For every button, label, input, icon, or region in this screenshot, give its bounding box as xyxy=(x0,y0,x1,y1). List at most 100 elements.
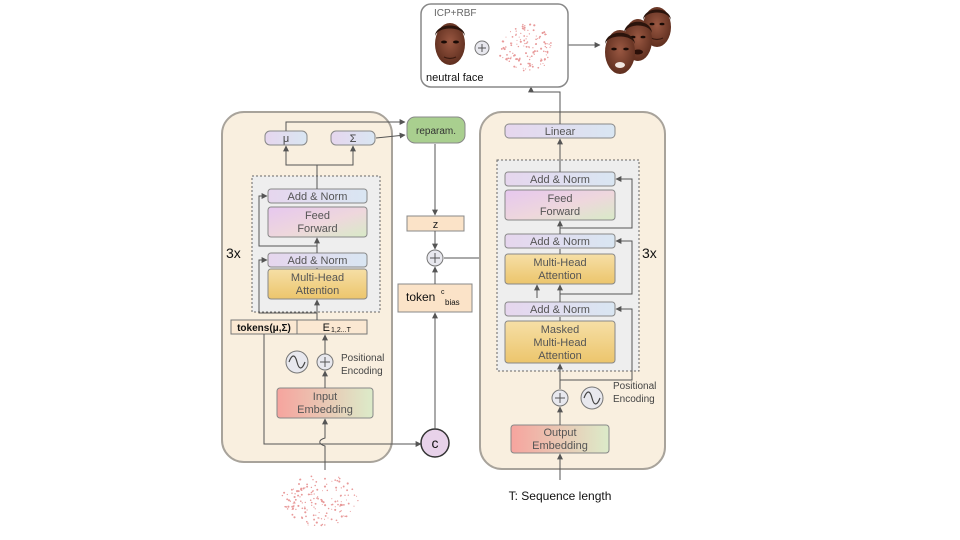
point-cloud-dot xyxy=(293,504,295,506)
point-cloud-dot xyxy=(543,41,546,44)
encoder-mha-line1: Multi-Head xyxy=(291,272,344,284)
linear-label: Linear xyxy=(545,126,576,138)
point-cloud-dot xyxy=(537,66,540,69)
point-cloud-dot xyxy=(345,499,347,501)
point-cloud-dot xyxy=(523,39,526,42)
point-cloud-dot xyxy=(300,493,303,496)
generated-faces-icon xyxy=(605,7,671,74)
output-embedding-line2: Embedding xyxy=(532,440,588,452)
point-cloud-dot xyxy=(353,505,355,507)
point-cloud-dot xyxy=(336,479,339,482)
point-cloud-dot xyxy=(529,69,531,71)
point-cloud-dot xyxy=(325,512,328,515)
point-cloud-dot xyxy=(518,36,520,38)
point-cloud-dot xyxy=(535,43,538,45)
point-cloud-dot xyxy=(330,518,333,521)
embedding-sequence-box xyxy=(296,319,368,335)
point-cloud-dot xyxy=(298,483,300,485)
point-cloud-dot xyxy=(340,510,342,512)
encoder-add-norm-top-label: Add & Norm xyxy=(288,191,348,203)
point-cloud-dot xyxy=(339,511,341,513)
point-cloud-dot xyxy=(515,66,517,68)
point-cloud-dot xyxy=(511,42,513,44)
point-cloud-dot xyxy=(287,499,291,502)
point-cloud-dot xyxy=(509,51,511,53)
point-cloud-dot xyxy=(349,510,351,512)
point-cloud-dot xyxy=(530,55,533,58)
point-cloud-dot xyxy=(521,25,524,28)
point-cloud-dot xyxy=(515,58,518,61)
point-cloud-dot xyxy=(540,63,542,65)
middle-column: reparam. z token c bias c xyxy=(397,116,473,458)
point-cloud-dot xyxy=(512,52,514,54)
point-cloud-dot xyxy=(539,35,542,38)
point-cloud-dot xyxy=(320,498,323,501)
point-cloud-dot xyxy=(516,39,518,41)
point-cloud-dot xyxy=(499,54,502,57)
embedding-sequence-subscript: 1,2...T xyxy=(331,327,352,334)
point-cloud-dot xyxy=(528,66,530,68)
point-cloud-dot xyxy=(292,502,294,504)
point-cloud-dot xyxy=(504,46,507,48)
point-cloud-dot xyxy=(309,493,311,496)
input-embedding-line1: Input xyxy=(313,391,337,403)
point-cloud-dot xyxy=(313,497,315,500)
point-cloud-dot xyxy=(313,493,315,495)
point-cloud-dot xyxy=(304,506,306,508)
mu-label: μ xyxy=(283,133,289,145)
decoder-mha-line2: Attention xyxy=(538,270,581,282)
decoder-connectors xyxy=(528,42,633,480)
point-cloud-dot xyxy=(301,502,303,504)
point-cloud-dot xyxy=(346,489,349,492)
point-cloud-dot xyxy=(291,508,293,510)
decoder-pos-enc-line2: Encoding xyxy=(613,394,655,405)
point-cloud-dot xyxy=(523,35,526,37)
point-cloud-dot xyxy=(529,56,531,58)
point-cloud-dot xyxy=(531,64,533,66)
point-cloud-dot xyxy=(516,43,518,45)
point-cloud-dot xyxy=(548,43,550,45)
point-cloud-dot xyxy=(527,29,529,31)
point-cloud-dot xyxy=(523,45,525,47)
reparam-label: reparam. xyxy=(416,126,456,137)
point-cloud-dot xyxy=(522,69,525,72)
point-cloud-dot xyxy=(297,494,300,497)
encoder-mha-line2: Attention xyxy=(296,285,339,297)
point-cloud-dot xyxy=(313,518,316,521)
point-cloud-dot xyxy=(519,39,522,41)
decoder-mha-line1: Multi-Head xyxy=(533,257,586,269)
point-cloud-dot xyxy=(502,40,505,43)
point-cloud-dot xyxy=(301,507,304,510)
point-cloud-dot xyxy=(335,519,338,522)
point-cloud-dot xyxy=(326,483,328,485)
point-cloud-dot xyxy=(511,36,514,38)
point-cloud-dot xyxy=(322,501,325,504)
point-cloud-dot xyxy=(536,50,539,53)
point-cloud-dot xyxy=(513,54,515,57)
point-cloud-dot xyxy=(509,31,512,33)
point-cloud-dot xyxy=(503,48,506,51)
point-cloud-dot xyxy=(528,62,531,65)
point-cloud-dot xyxy=(340,515,343,518)
point-cloud-dot xyxy=(347,494,349,496)
point-cloud-dot xyxy=(324,504,327,507)
point-cloud-dot xyxy=(543,31,546,34)
masked-mha-line2: Multi-Head xyxy=(533,337,586,349)
point-cloud-dot xyxy=(351,488,354,491)
point-cloud-dot xyxy=(310,486,313,489)
point-cloud-dot xyxy=(306,483,309,486)
point-cloud-dot xyxy=(286,498,289,501)
point-cloud-dot xyxy=(307,493,310,496)
point-cloud-dot xyxy=(356,495,358,497)
sigma-box xyxy=(330,130,376,146)
point-cloud-dot xyxy=(544,42,547,45)
point-cloud-dot xyxy=(532,29,535,32)
point-cloud-dot xyxy=(291,492,293,494)
point-cloud-dot xyxy=(550,42,552,44)
point-cloud-dot xyxy=(510,44,513,47)
point-cloud-dot xyxy=(310,491,313,494)
point-cloud-dot xyxy=(331,503,334,506)
point-cloud-dot xyxy=(307,522,309,525)
point-cloud-dot xyxy=(357,499,359,502)
